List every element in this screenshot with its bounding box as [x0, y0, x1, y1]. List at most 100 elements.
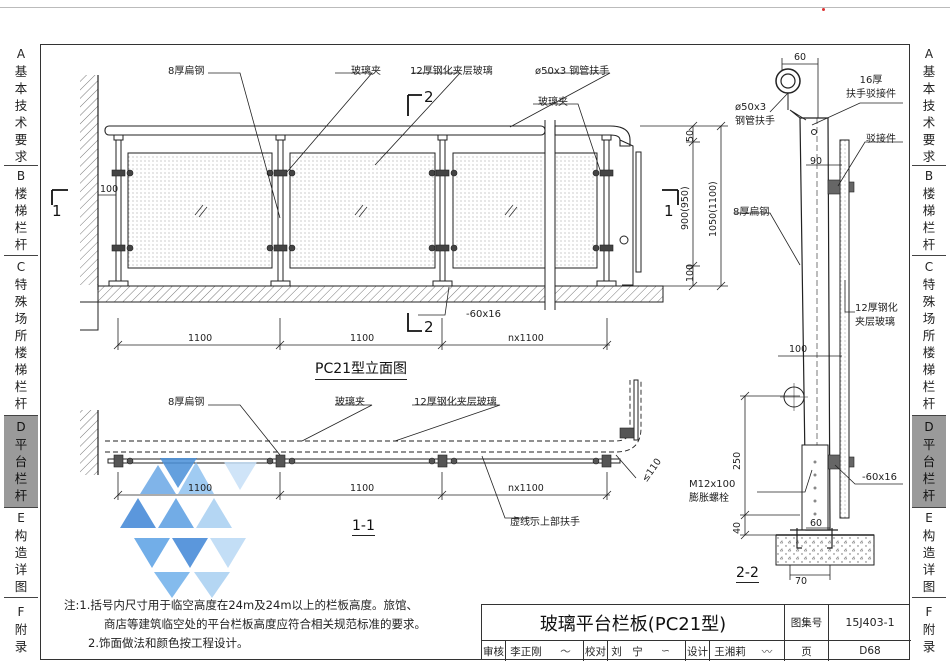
elev-handrail-label: ø50x3 钢管扶手 — [535, 66, 610, 77]
tab-code: E — [17, 511, 25, 525]
sec-glass-label: 12厚钢化 夹层玻璃 — [855, 303, 898, 328]
tab-c-special-stair-railings[interactable]: C 特 殊 场 所 楼 梯 栏 杆 — [912, 256, 946, 416]
tab-char: 录 — [14, 638, 28, 654]
tab-char: 求 — [14, 149, 28, 164]
tab-char: 杆 — [14, 396, 28, 411]
sec-bolt-label: M12x100 膨胀螺栓 — [689, 479, 736, 504]
note-line-1: 1.括号内尺寸用于临空高度在24m及24m以上的栏板高度。旅馆、 — [79, 598, 419, 612]
left-chapter-tabs: A 基 本 技 术 要 求 B 楼 梯 栏 杆 C 特 殊 场 所 楼 梯 栏 … — [4, 46, 38, 660]
tab-char: 技 — [922, 98, 936, 113]
elev-height-bottom: 100 — [685, 263, 696, 282]
red-dot-mark — [822, 8, 825, 11]
tab-char: 所 — [14, 328, 28, 343]
tab-c-special-stair-railings[interactable]: C 特 殊 场 所 楼 梯 栏 杆 — [4, 256, 38, 416]
tab-char: 技 — [14, 98, 28, 113]
tab-a-basic-requirements[interactable]: A 基 本 技 术 要 求 — [912, 46, 946, 166]
tab-char: 本 — [922, 81, 936, 96]
tab-code: F — [17, 604, 25, 619]
tab-code: A — [924, 47, 934, 61]
tab-char: 楼 — [14, 345, 28, 360]
tab-char: 详 — [922, 562, 936, 577]
tab-char: 场 — [14, 311, 28, 326]
tab-char: 楼 — [14, 186, 28, 201]
tab-char: 求 — [922, 149, 936, 164]
plan-view — [80, 379, 642, 519]
design-label: 设计 — [686, 641, 710, 661]
section-view — [735, 58, 903, 580]
tab-code: B — [16, 169, 26, 183]
elev-height-top: 50 — [685, 129, 696, 142]
elev-flat-steel-label: 8厚扁钢 — [168, 66, 205, 77]
drawing-linework — [51, 58, 903, 598]
sec-dim-70: 70 — [795, 576, 808, 587]
sec-dim-250: 250 — [732, 451, 743, 470]
drawing-title: 玻璃平台栏板(PC21型) — [482, 605, 785, 641]
tab-code: D — [924, 420, 934, 434]
designer-signature: 〰 — [750, 641, 785, 661]
note-line-2: 商店等建筑临空处的平台栏板高度应符合相关规范标准的要求。 — [104, 617, 426, 631]
elev-laminated-glass-label: 12厚钢化夹层玻璃 — [410, 66, 493, 77]
sec-dim-60b: 60 — [810, 518, 823, 529]
tab-char: 特 — [14, 277, 28, 292]
tab-char: 术 — [922, 115, 936, 130]
tab-d-platform-railings[interactable]: D 平 台 栏 杆 — [4, 416, 38, 508]
elev-dim-1: 1100 — [188, 333, 213, 344]
tab-char: 特 — [922, 277, 936, 292]
top-border-line — [0, 7, 950, 8]
plan-laminated-glass-label: 12厚钢化夹层玻璃 — [414, 397, 497, 408]
tab-char: 栏 — [14, 471, 28, 486]
tab-code: C — [16, 260, 26, 274]
elev-dim-2: 1100 — [350, 333, 375, 344]
tab-char: 构 — [14, 528, 28, 543]
section-mark-2-bottom: 2 — [424, 318, 434, 336]
tab-char: 栏 — [922, 220, 936, 235]
tab-char: 梯 — [922, 203, 936, 218]
tab-char: 附 — [922, 621, 936, 637]
elev-glass-clip-label: 玻璃夹 — [351, 66, 381, 77]
elevation-view — [51, 72, 728, 350]
tab-char: 平 — [14, 437, 28, 452]
tab-e-construction-details[interactable]: E 构 造 详 图 — [912, 508, 946, 598]
tab-code: E — [925, 511, 933, 525]
tab-code: C — [924, 260, 934, 274]
tab-b-stair-railings[interactable]: B 楼 梯 栏 杆 — [912, 166, 946, 256]
tab-char: 梯 — [14, 362, 28, 377]
reviewer-signature: 〜 — [546, 641, 584, 661]
tab-e-construction-details[interactable]: E 构 造 详 图 — [4, 508, 38, 598]
tab-char: 杆 — [922, 396, 936, 411]
tab-char: 要 — [922, 132, 936, 147]
tab-a-basic-requirements[interactable]: A 基 本 技 术 要 求 — [4, 46, 38, 166]
tab-d-platform-railings[interactable]: D 平 台 栏 杆 — [912, 416, 946, 508]
tab-char: 场 — [922, 311, 936, 326]
sec-connector16-label: 16厚 扶手驳接件 — [846, 75, 896, 100]
checker-name: 刘 宁 — [611, 645, 643, 658]
tab-code: D — [16, 420, 26, 434]
tab-code: F — [925, 604, 933, 619]
sec-dim-40: 40 — [732, 521, 743, 534]
elev-plate-label: -60x16 — [466, 309, 501, 320]
page-number: D68 — [859, 645, 881, 657]
sec-flat-steel-label: 8厚扁钢 — [733, 207, 770, 218]
tab-f-appendix[interactable]: F 附 录 — [912, 598, 946, 660]
drawing-frame — [40, 44, 910, 660]
tab-char: 术 — [14, 115, 28, 130]
sec-connector-label: 驳接件 — [866, 134, 896, 145]
tab-f-appendix[interactable]: F 附 录 — [4, 598, 38, 660]
atlas-no: 15J403-1 — [829, 605, 911, 641]
tab-char: 要 — [14, 132, 28, 147]
atlas-no-label: 图集号 — [785, 605, 829, 641]
section-mark-2-top: 2 — [424, 88, 434, 106]
reviewer-name: 李正刚 — [510, 645, 542, 658]
section-mark-1-left: 1 — [52, 202, 62, 220]
tab-char: 本 — [14, 81, 28, 96]
check-label: 校对 — [584, 641, 608, 661]
tab-char: 基 — [14, 64, 28, 79]
sec-plate-label: -60x16 — [862, 472, 897, 483]
page-label: 页 — [785, 641, 829, 661]
tab-b-stair-railings[interactable]: B 楼 梯 栏 杆 — [4, 166, 38, 256]
tab-char: 杆 — [922, 488, 936, 503]
plan-dim-2: 1100 — [350, 483, 375, 494]
plan-dim-1: 1100 — [188, 483, 213, 494]
sec-dim-100: 100 — [789, 344, 808, 355]
section-mark-1-right: 1 — [664, 202, 674, 220]
